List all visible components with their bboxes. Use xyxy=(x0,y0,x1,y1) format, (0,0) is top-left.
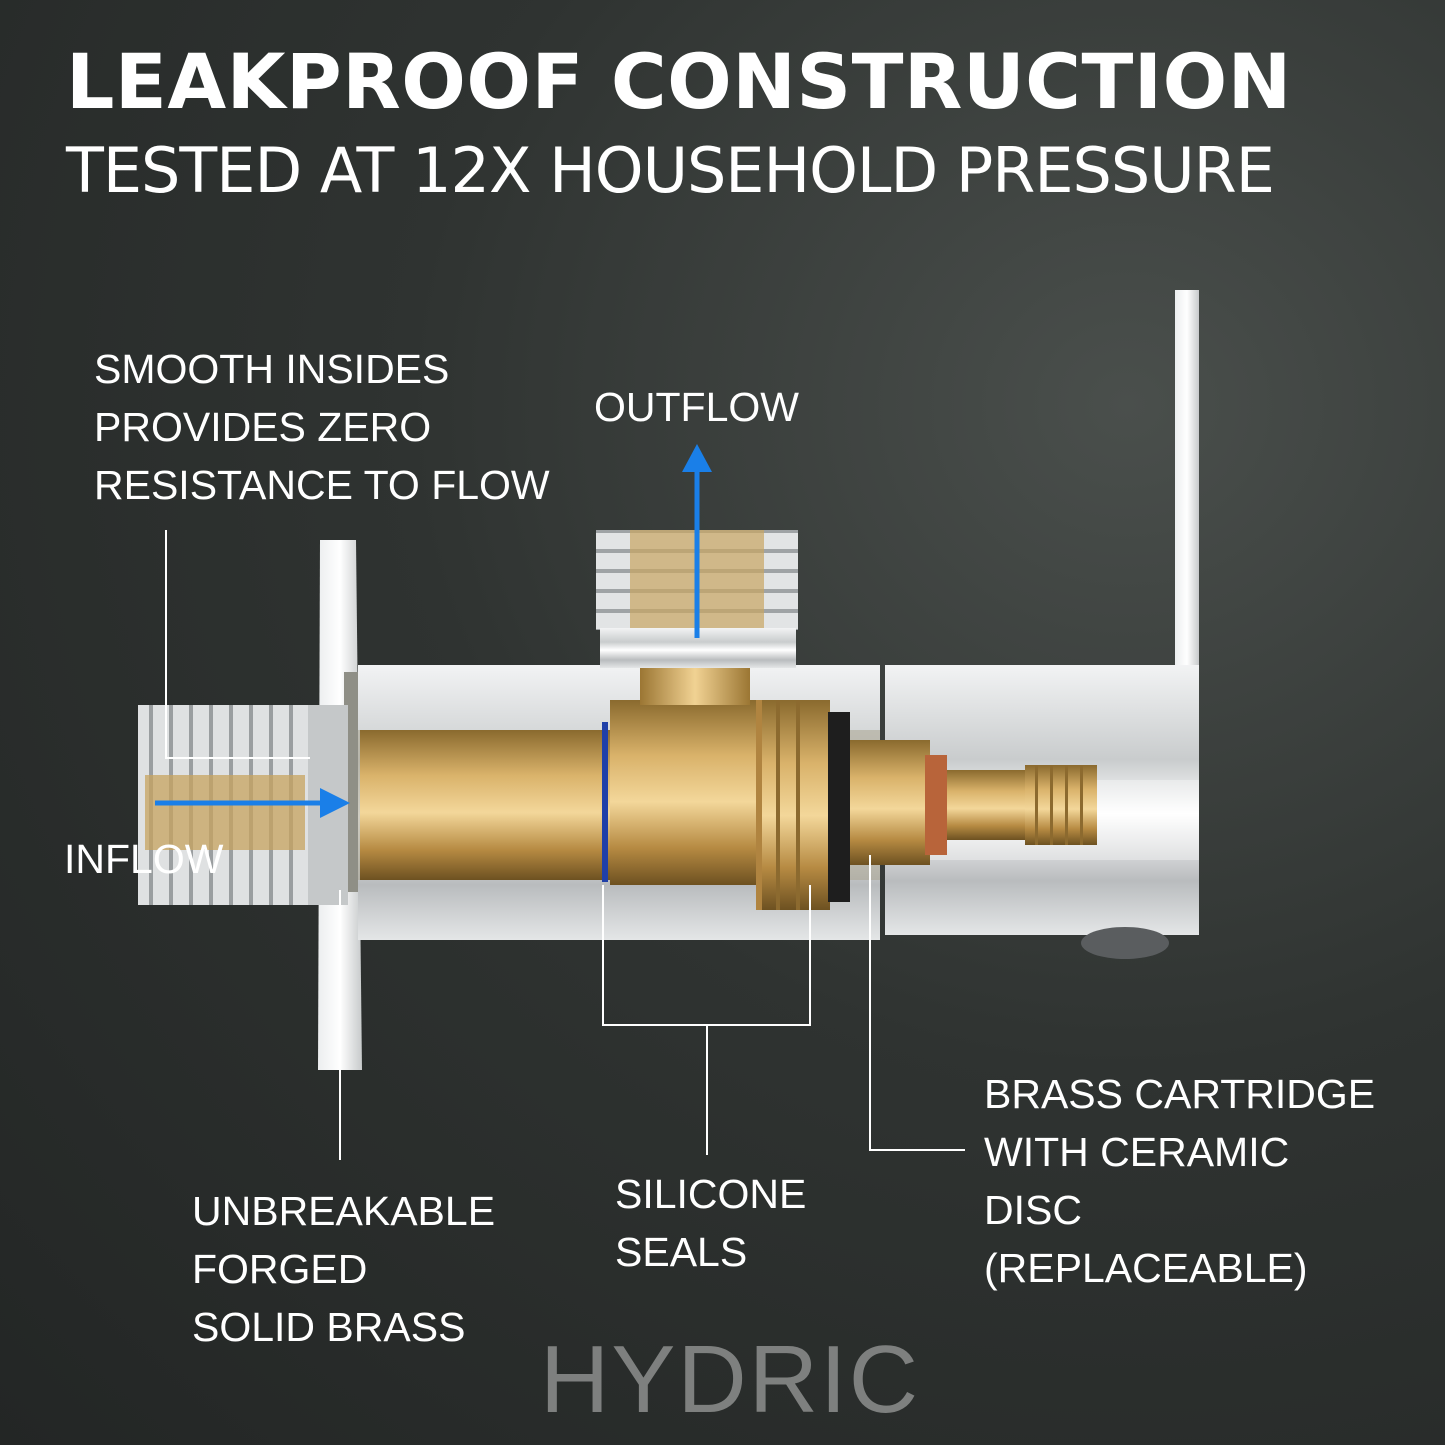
callout-forged-brass: UNBREAKABLE FORGED SOLID BRASS xyxy=(192,1188,496,1350)
subheadline: TESTED AT 12X HOUSEHOLD PRESSURE xyxy=(66,134,1275,207)
brass-cartridge xyxy=(756,700,1097,910)
outflow-arrow xyxy=(682,444,712,638)
seal-ring xyxy=(602,722,608,882)
leader-lines xyxy=(165,530,965,1160)
callout-outflow: OUTFLOW xyxy=(594,384,799,430)
handle-lever xyxy=(885,290,1199,959)
callout-smooth-insides: SMOOTH INSIDES PROVIDES ZERO RESISTANCE … xyxy=(94,346,550,508)
headline: LEAKPROOF CONSTRUCTION xyxy=(66,37,1292,126)
callout-inflow: INFLOW xyxy=(64,836,224,882)
callout-silicone-seals: SILICONE SEALS xyxy=(615,1171,807,1275)
brand-logo: HYDRIC xyxy=(540,1326,921,1433)
brass-bore xyxy=(360,665,770,885)
callout-cartridge: BRASS CARTRIDGE WITH CERAMIC DISC (REPLA… xyxy=(984,1071,1376,1291)
inflow-arrow xyxy=(155,788,350,818)
